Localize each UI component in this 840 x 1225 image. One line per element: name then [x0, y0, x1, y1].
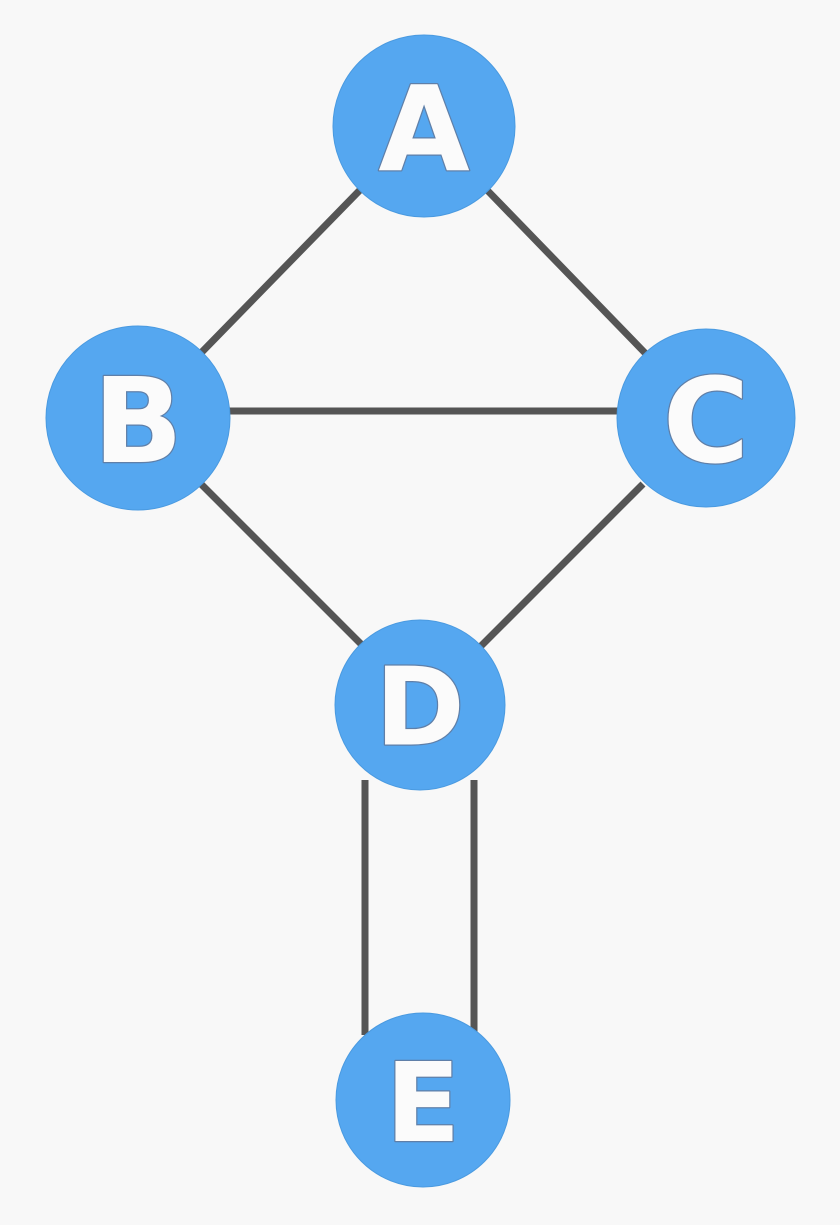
- graph-edge-c-d: [478, 481, 646, 649]
- node-label-e: E: [385, 1039, 460, 1167]
- node-label-d: D: [375, 646, 465, 771]
- graph-node-c[interactable]: C: [616, 328, 796, 508]
- graph-node-a[interactable]: A: [332, 34, 516, 218]
- graph-edge-a-c: [484, 187, 650, 358]
- node-label-a: A: [378, 60, 469, 198]
- graph-edge-b-d: [197, 480, 365, 648]
- node-circle-a[interactable]: [332, 34, 516, 218]
- node-circle-d[interactable]: [334, 619, 506, 791]
- node-label-b: B: [93, 352, 183, 490]
- edge-layer: [196, 187, 650, 1035]
- node-circle-c[interactable]: [616, 328, 796, 508]
- graph-node-e[interactable]: E: [335, 1012, 511, 1188]
- node-label-c: C: [663, 352, 750, 490]
- node-circle-e[interactable]: [335, 1012, 511, 1188]
- node-layer: A B C D E: [45, 34, 796, 1188]
- node-circle-b[interactable]: [45, 325, 231, 511]
- graph-edge-a-b: [196, 187, 363, 358]
- graph-node-d[interactable]: D: [334, 619, 506, 791]
- graph-node-b[interactable]: B: [45, 325, 231, 511]
